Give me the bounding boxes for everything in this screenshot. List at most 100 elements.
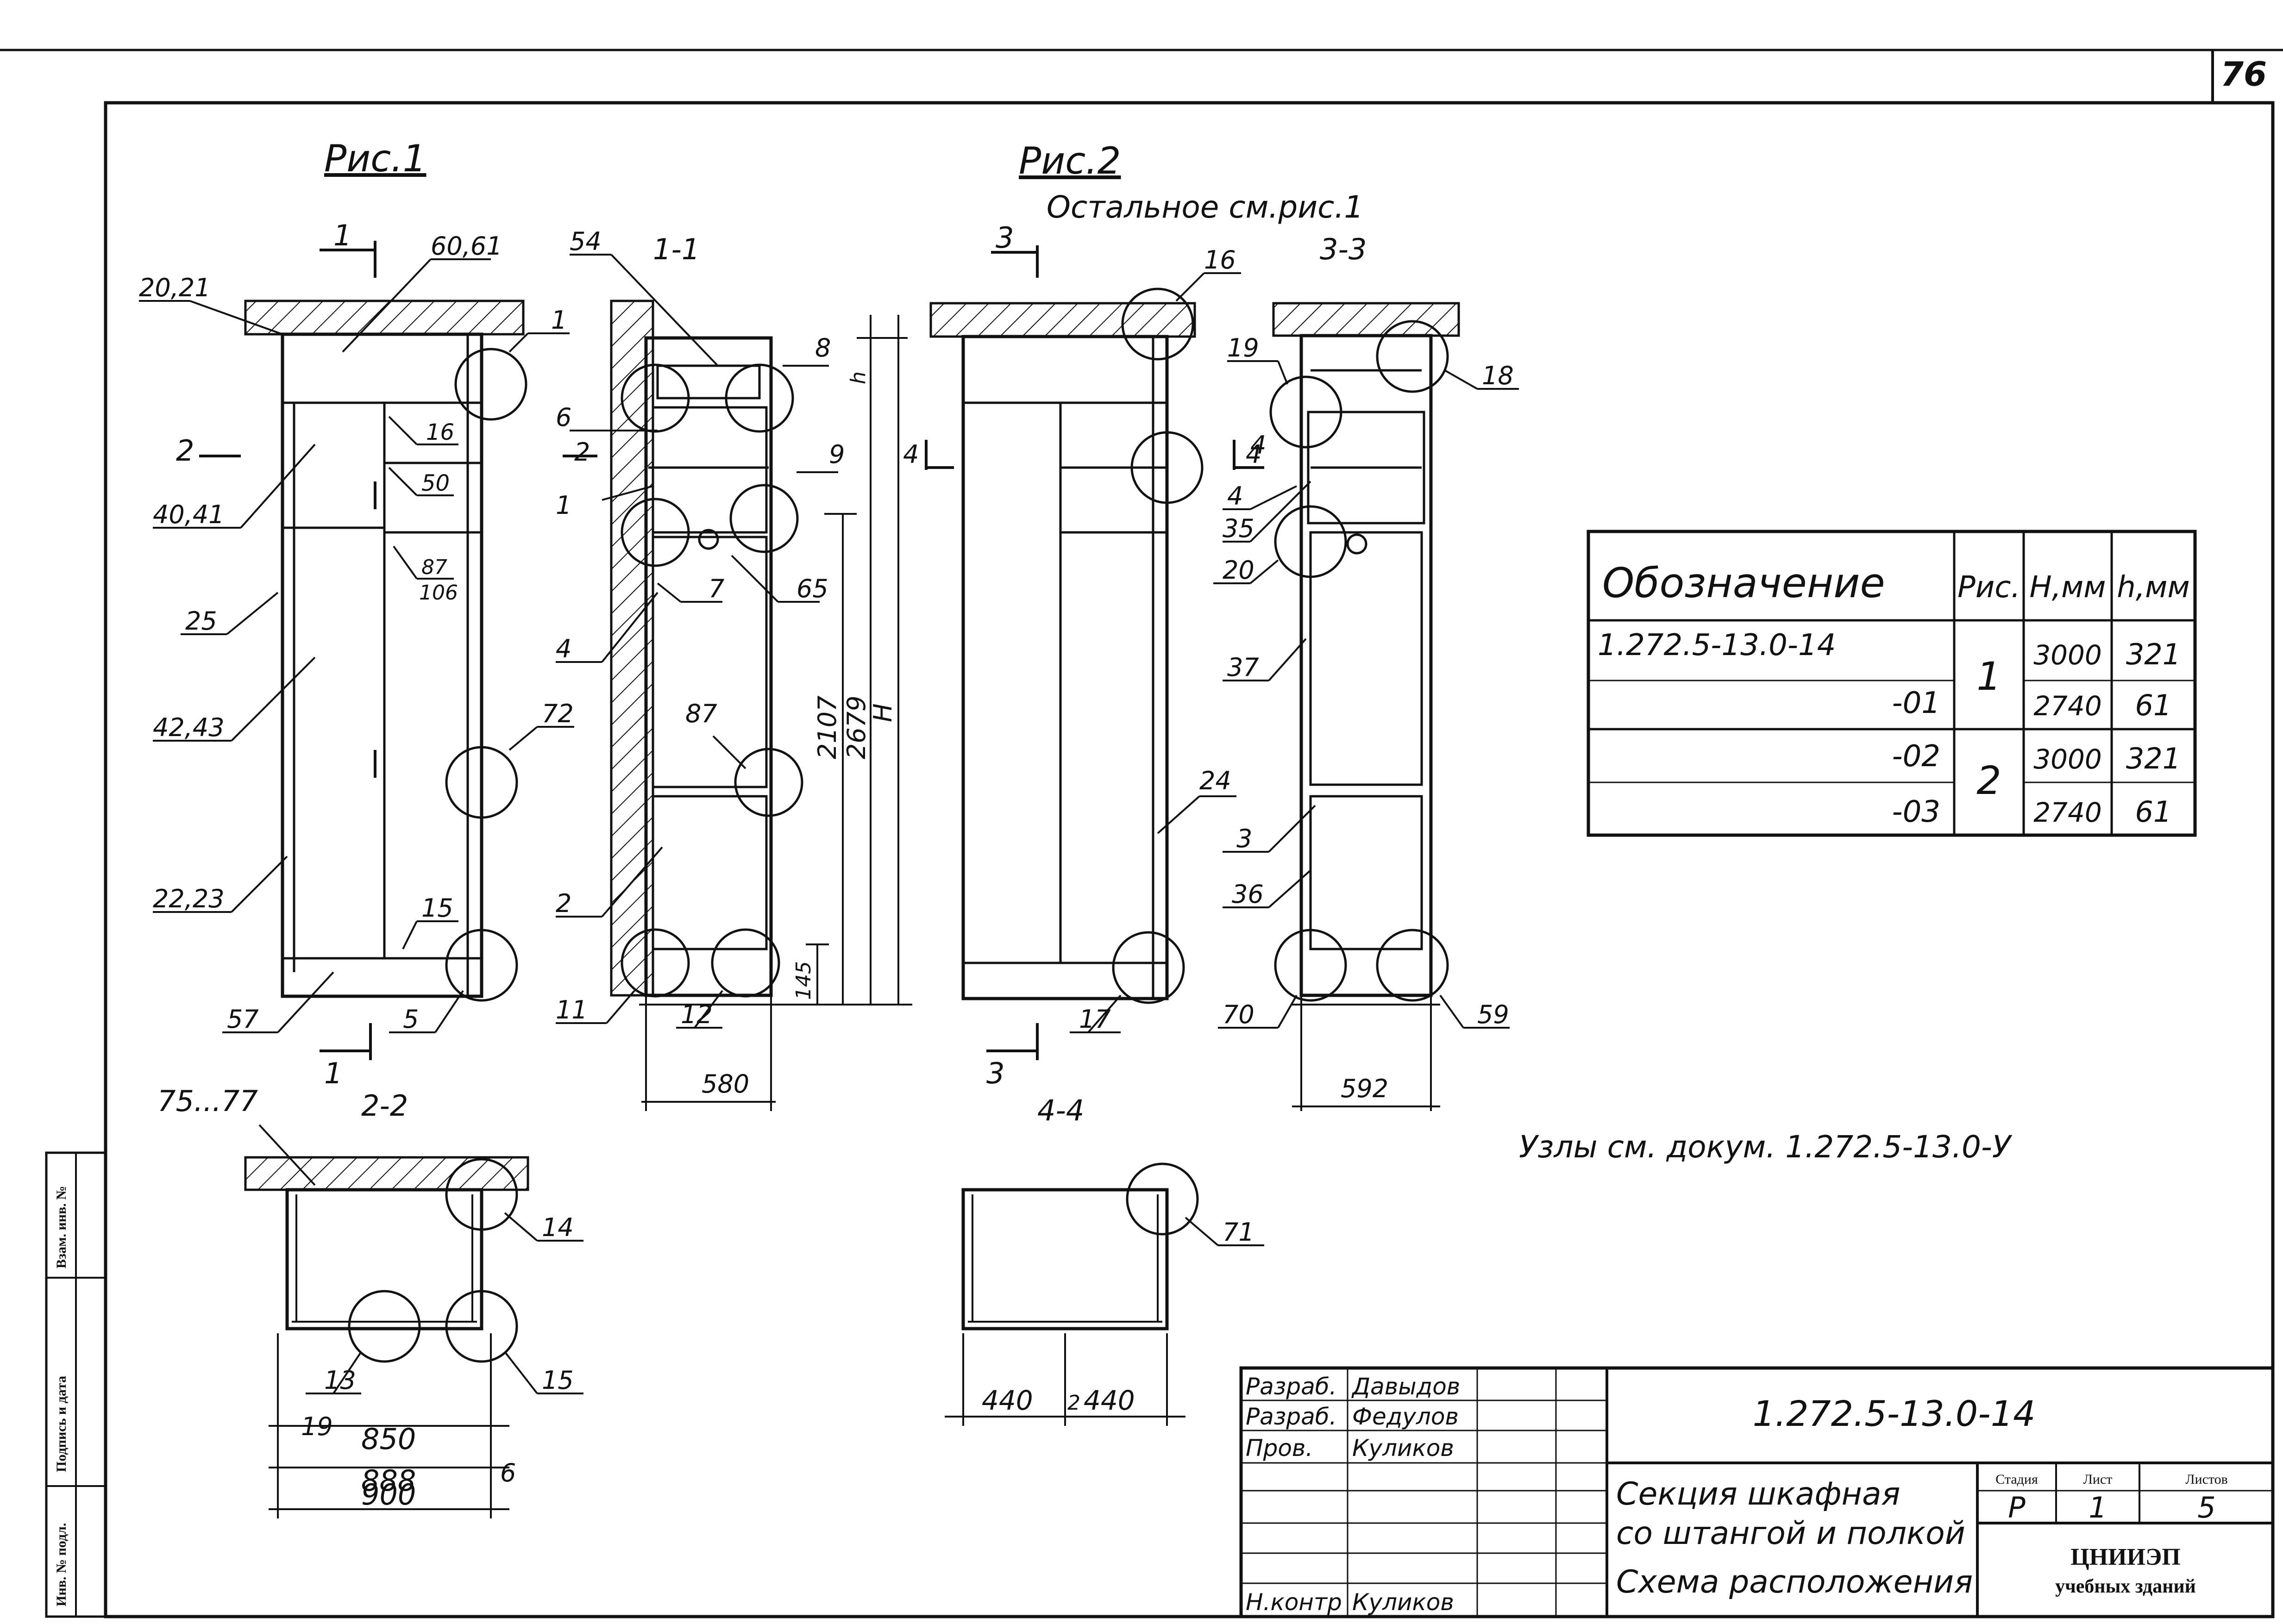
callout-s33-1: 19 <box>1227 333 1259 362</box>
callout-fig2-1: 16 <box>1204 245 1236 275</box>
spec-row-designation: -02 <box>1892 739 1940 774</box>
spec-row-H: 3000 <box>2033 743 2102 775</box>
callout-s11-9: 65 <box>797 574 828 603</box>
dim-888: 888 <box>361 1464 416 1498</box>
dim-6: 6 <box>500 1458 516 1487</box>
dim-2: 2 <box>1067 1391 1080 1415</box>
dim-440-left: 440 <box>982 1385 1033 1416</box>
margin-stamp: Взам. инв. № Подпись и дата Инв. № подл. <box>45 1151 107 1618</box>
figure-2-view: Рис.2 Остальное см.рис.1 3 3 4 16 24 17 <box>903 139 1363 1090</box>
callout-s11-1: 54 <box>570 227 602 256</box>
stamp-replace-inv: Взам. инв. № <box>54 1186 69 1268</box>
section-4-4-title: 4-4 <box>1037 1093 1084 1127</box>
cut-mark-3-top: 3 <box>996 221 1014 255</box>
callout-fig1-4: 40,41 <box>153 500 225 529</box>
callout-fig1-2: 60,61 <box>431 231 502 261</box>
spec-table: Обозначение Рис. H,мм h,мм 1.272.5-13.0-… <box>1587 530 2197 837</box>
callout-s33-2: 18 <box>1482 361 1514 390</box>
callout-s11-2: 8 <box>815 333 831 362</box>
dim-900: 900 <box>361 1478 416 1512</box>
tb-role: Пров. <box>1246 1435 1313 1462</box>
spec-header-fig: Рис. <box>1957 570 2020 605</box>
spec-fig-group: 2 <box>1976 758 2001 803</box>
callout-s33-3: 4 <box>1250 431 1266 460</box>
callout-fig1-14: 57 <box>227 1005 259 1034</box>
section-3-3-view: 3-3 4 592 <box>1213 232 1519 1111</box>
callout-s44-1: 71 <box>1223 1218 1254 1247</box>
tb-org-line1: ЦНИИЭП <box>2070 1544 2181 1570</box>
spec-row-designation: -03 <box>1892 795 1940 829</box>
callout-s22-3: 13 <box>324 1366 356 1395</box>
spec-row-H: 3000 <box>2033 639 2102 671</box>
cut-mark-2-left: 2 <box>176 434 194 468</box>
tb-role: Н.контр <box>1246 1589 1342 1616</box>
stamp-inv-orig: Инв. № подл. <box>54 1523 69 1606</box>
callout-s33-11: 59 <box>1477 1000 1509 1029</box>
callout-fig1-5: 16 <box>426 419 454 445</box>
callout-fig2-2: 24 <box>1199 766 1231 795</box>
sheet-frame <box>0 49 2283 1618</box>
figure-2-note: Остальное см.рис.1 <box>1047 189 1363 225</box>
tb-name: Куликов <box>1352 1435 1454 1462</box>
figure-2-title: Рис.2 <box>1019 139 1121 182</box>
dim-850: 850 <box>361 1422 416 1456</box>
callout-fig1-9: 25 <box>185 606 217 636</box>
section-4-4-view: 4-4 71 440 2 440 <box>945 1093 1264 1426</box>
dim-H: H <box>868 703 897 722</box>
callout-fig1-7: 87 <box>421 556 447 579</box>
section-1-1-view: 1-1 580 2107 <box>556 227 912 1111</box>
cut-mark-3-bottom: 3 <box>986 1056 1004 1090</box>
dim-592: 592 <box>1341 1074 1388 1103</box>
sheet-number: 76 <box>2220 55 2267 94</box>
callout-s33-9: 36 <box>1232 880 1264 909</box>
tb-sheet: 1 <box>2089 1491 2107 1524</box>
dim-2107: 2107 <box>813 696 842 759</box>
callout-fig1-6: 50 <box>421 470 450 496</box>
callout-fig1-11: 72 <box>542 699 574 728</box>
callout-s11-10: 4 <box>556 634 571 663</box>
callout-s33-7: 37 <box>1227 653 1259 682</box>
tb-title-line: Секция шкафная <box>1616 1476 1900 1512</box>
tb-name: Куликов <box>1352 1589 1454 1616</box>
tb-org-line2: учебных зданий <box>2055 1576 2196 1597</box>
callout-s11-6: 9 <box>829 440 845 469</box>
title-block: Разраб. Разраб. Пров. Н.контр Давыдов Фе… <box>1239 1366 2275 1618</box>
section-2-2-view: 75...77 2-2 14 13 15 19 850 888 900 <box>157 1084 583 1518</box>
callout-fig1-12: 22,23 <box>153 884 225 913</box>
tb-stage-label: Стадия <box>1995 1472 2038 1487</box>
callout-fig2-3: 17 <box>1079 1005 1111 1034</box>
tb-role: Разраб. <box>1246 1403 1336 1430</box>
callout-s22-1: 75...77 <box>157 1084 258 1118</box>
dim-580: 580 <box>702 1069 749 1099</box>
cut-mark-1-bottom: 1 <box>324 1056 342 1090</box>
cut-mark-4-left: 4 <box>903 440 919 469</box>
spec-row-H: 2740 <box>2033 690 2102 722</box>
section-1-1-title: 1-1 <box>653 232 700 266</box>
callout-fig1-1: 20,21 <box>139 273 211 302</box>
spec-row-h: 61 <box>2135 688 2172 722</box>
ceiling-hatch <box>244 300 525 336</box>
dim-440-right: 440 <box>1084 1385 1135 1416</box>
callout-fig1-10: 42,43 <box>153 713 225 742</box>
callout-s11-14: 12 <box>681 1000 713 1029</box>
spec-row-designation: 1.272.5-13.0-14 <box>1598 628 1836 662</box>
cut-mark-2-right: 2 <box>574 437 590 467</box>
nodes-reference-note: Узлы см. докум. 1.272.5-13.0-У <box>1519 1129 2013 1165</box>
stamp-sign-date: Подпись и дата <box>54 1376 69 1472</box>
cut-mark-1-top: 1 <box>333 219 351 252</box>
tb-name: Федулов <box>1352 1403 1459 1430</box>
spec-header-H: H,мм <box>2029 570 2106 605</box>
figure-1-view: Рис.1 1 1 2 <box>139 137 574 1090</box>
callout-s22-4: 15 <box>542 1366 574 1395</box>
tb-doc-code: 1.272.5-13.0-14 <box>1753 1393 2036 1434</box>
callout-s33-8: 3 <box>1236 824 1252 853</box>
tb-title-line: Схема расположения <box>1616 1564 1973 1600</box>
figure-1-title: Рис.1 <box>324 137 426 180</box>
callout-s11-4: 6 <box>556 403 571 432</box>
callout-s11-11: 87 <box>685 699 717 728</box>
spec-row-H: 2740 <box>2033 797 2102 828</box>
callout-s33-5: 35 <box>1223 514 1254 543</box>
tb-sheets: 5 <box>2197 1491 2215 1524</box>
callout-s33-6: 20 <box>1223 556 1254 585</box>
callout-s11-12: 2 <box>556 889 571 918</box>
